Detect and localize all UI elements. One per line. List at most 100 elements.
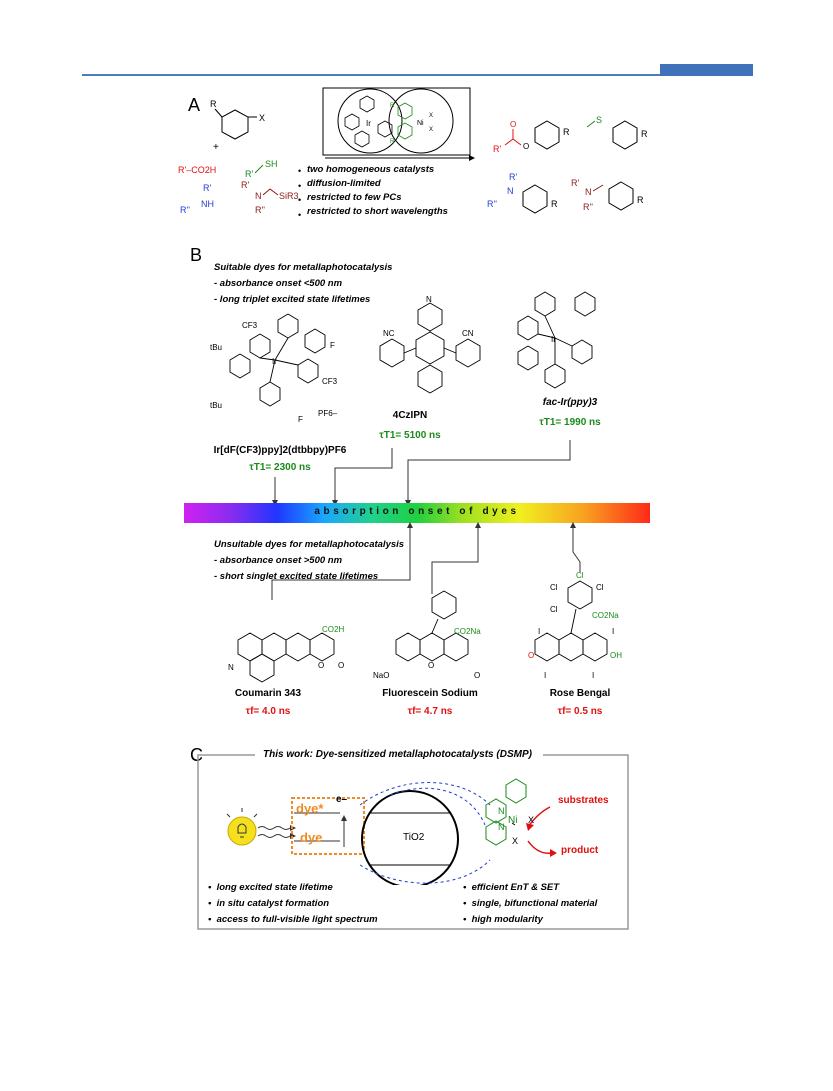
- rb-cl-3: Cl: [550, 605, 558, 614]
- plus-sign: +: [213, 142, 219, 153]
- dye-irppy3-tau: τT1= 1990 ns: [539, 417, 601, 428]
- substrates-label: substrates: [558, 795, 609, 806]
- left-point-3: • access to full-visible light spectrum: [208, 914, 378, 925]
- header-rule: [82, 74, 753, 76]
- top-dye-structures: CF3 tBu tBu F CF3 F Ir PF6– NC CN N Ir: [210, 291, 596, 424]
- panel-c-frame: [197, 754, 629, 930]
- right-point-2: • single, bifunctional material: [463, 898, 598, 909]
- dye-irppy3-name: fac-Ir(ppy)3: [542, 397, 598, 408]
- dye-rosebengal-tau: τf= 0.5 ns: [557, 706, 603, 717]
- ir1-f2: F: [298, 415, 303, 424]
- cat-ni: Ni: [417, 120, 424, 127]
- left-point-2: • in situ catalyst formation: [208, 898, 330, 909]
- right-point-1: • efficient EnT & SET: [463, 882, 560, 893]
- coum-o2: O: [338, 661, 344, 670]
- ir1-pf6: PF6–: [318, 409, 338, 418]
- aniline-r2: R'': [487, 199, 497, 209]
- top-connectors: [272, 440, 571, 506]
- rb-o: O: [528, 651, 534, 660]
- suitable-block: Suitable dyes for metallaphotocatalysis …: [214, 262, 392, 305]
- conditions-list: two homogeneous catalysts diffusion-limi…: [307, 164, 448, 217]
- dye-ir-dfcf3-name: Ir[dF(CF3)ppy]2(dtbbpy)PF6: [213, 445, 347, 456]
- acid-label: R'–CO2H: [178, 165, 216, 175]
- silyl-n: N: [255, 191, 262, 201]
- ir1-cf3-top: CF3: [242, 321, 258, 330]
- benzyl-r2: R'': [583, 202, 593, 212]
- ester-ring-r: R: [563, 127, 570, 137]
- unsuitable-point-2: - short singlet excited state lifetimes: [214, 571, 379, 582]
- ir1-tbu-2: tBu: [210, 401, 222, 410]
- left-point-1: • long excited state lifetime: [208, 882, 333, 893]
- rb-cl-1: Cl: [550, 583, 558, 592]
- ni-n1: N: [498, 806, 505, 816]
- panel-c-title: This work: Dye-sensitized metallaphotoca…: [260, 749, 535, 760]
- fluor-o2: O: [474, 671, 480, 680]
- ir1-ir: Ir: [272, 357, 277, 366]
- panel-b-label: B: [190, 245, 203, 265]
- panel-a-scheme: R X + R'–CO2H R' SH R' NH R'' R' N SiR3 …: [178, 87, 648, 215]
- ir1-tbu-1: tBu: [210, 343, 222, 352]
- right-point-3: • high modularity: [463, 914, 543, 925]
- dye-4czipn-name: 4CzIPN: [392, 410, 428, 421]
- spectrum-label: absorption onset of dyes: [314, 506, 520, 517]
- condition-bullets: ••••: [298, 166, 302, 220]
- rb-cl-top: Cl: [576, 571, 584, 580]
- silyl-r2: R'': [255, 205, 265, 215]
- dye-excited-label: dye*: [296, 801, 324, 816]
- cz-n1: N: [426, 295, 432, 304]
- ester-o: O: [523, 142, 529, 151]
- coum-o1: O: [318, 661, 324, 670]
- suitable-title: Suitable dyes for metallaphotocatalysis: [214, 262, 393, 273]
- benzyl-r1: R': [571, 178, 579, 188]
- condition-3: restricted to few PCs: [307, 192, 402, 203]
- panel-c-label: C: [190, 745, 203, 765]
- unsuitable-point-1: - absorbance onset >500 nm: [214, 555, 343, 566]
- thio-r: R: [641, 129, 648, 139]
- rb-i4: I: [592, 671, 594, 680]
- fluor-co2na: CO2Na: [454, 627, 481, 636]
- svg-text:O: O: [510, 120, 516, 129]
- amine-r2: R'': [180, 205, 190, 215]
- aryl-x: X: [259, 113, 265, 123]
- rb-oh: OH: [610, 651, 622, 660]
- rb-i3: I: [544, 671, 546, 680]
- coum-n: N: [228, 663, 234, 672]
- bottom-connectors: [271, 522, 581, 600]
- header-tab: [660, 64, 753, 76]
- amine-nh: NH: [201, 199, 214, 209]
- cat-x2: X: [429, 127, 433, 133]
- ni-n2: N: [498, 822, 505, 832]
- dsmp-scheme: [226, 778, 557, 885]
- ni-label: Ni: [508, 815, 518, 826]
- thiol-sh: SH: [265, 159, 278, 169]
- lightbulb-icon: [226, 808, 258, 846]
- amine-r1: R': [203, 183, 211, 193]
- thio-s: S: [596, 115, 602, 125]
- cz-cn: CN: [462, 329, 474, 338]
- benzyl-r: R: [637, 195, 644, 205]
- suitable-point-2: - long triplet excited state lifetimes: [214, 294, 371, 305]
- dye-rosebengal-name: Rose Bengal: [549, 688, 611, 699]
- rb-co2na: CO2Na: [592, 611, 619, 620]
- bottom-dye-structures: CO2H O O N CO2Na NaO O O Cl Cl Cl Cl CO2…: [228, 571, 622, 683]
- dye-4czipn-tau: τT1= 5100 ns: [379, 430, 441, 441]
- cat-r2: R: [390, 139, 395, 145]
- ni-x1: X: [528, 815, 535, 825]
- tio2-label: TiO2: [403, 832, 425, 843]
- cz-nc: NC: [383, 329, 395, 338]
- dye-ir-dfcf3-tau: τT1= 2300 ns: [249, 462, 311, 473]
- silyl-r1: R': [241, 180, 249, 190]
- electron-label: e–: [336, 794, 348, 805]
- benzyl-n: N: [585, 187, 592, 197]
- ni-x2: X: [512, 836, 519, 846]
- left-points: • long excited state lifetime • in situ …: [208, 882, 378, 925]
- aryl-r: R: [210, 99, 217, 109]
- fluor-o1: O: [428, 661, 434, 670]
- ppy-ir: Ir: [551, 335, 556, 344]
- aryl-halide: [214, 108, 257, 140]
- dye-coumarin-name: Coumarin 343: [234, 688, 302, 699]
- condition-4: restricted to short wavelengths: [307, 206, 448, 217]
- ir1-f1: F: [330, 341, 335, 350]
- suitable-point-1: - absorbance onset <500 nm: [214, 278, 343, 289]
- product-label: product: [561, 845, 599, 856]
